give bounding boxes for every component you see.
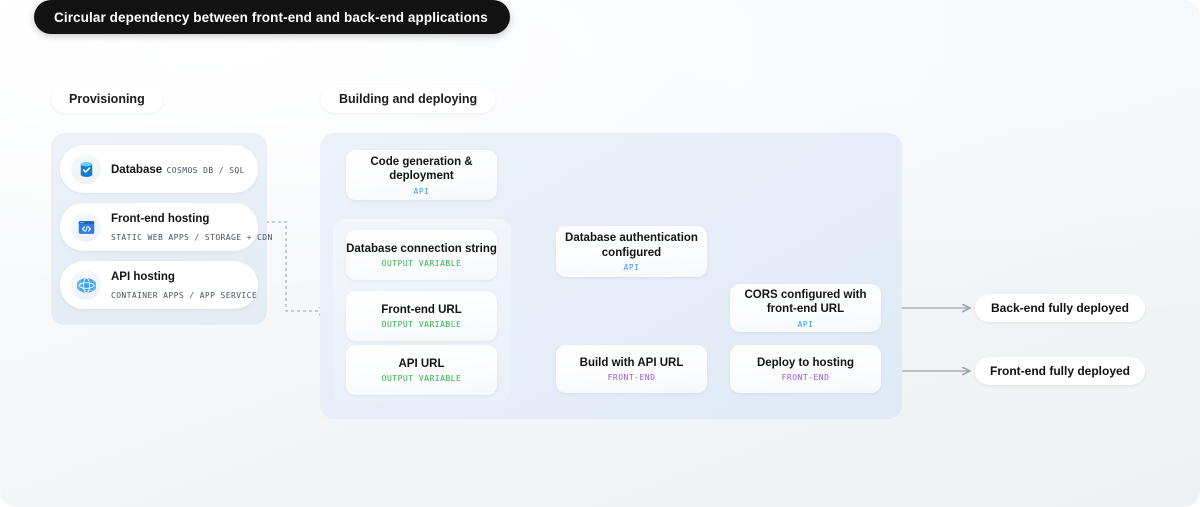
- flow-box-tag: OUTPUT VARIABLE: [381, 259, 462, 269]
- section-label-building: Building and deploying: [321, 85, 496, 113]
- provisioning-card-subtitle: STATIC WEB APPS / STORAGE + CDN: [111, 233, 273, 242]
- flow-box-code-generation[interactable]: Code generation & deployment API: [346, 150, 497, 200]
- flow-box-title: API URL: [398, 357, 445, 370]
- result-pill-frontend-deployed: Front-end fully deployed: [975, 357, 1145, 385]
- flow-box-api-url[interactable]: API URL OUTPUT VARIABLE: [346, 345, 497, 395]
- provisioning-card-subtitle: CONTAINER APPS / APP SERVICE: [111, 291, 258, 300]
- flow-box-tag: OUTPUT VARIABLE: [381, 374, 462, 384]
- flow-box-frontend-url[interactable]: Front-end URL OUTPUT VARIABLE: [346, 291, 497, 341]
- flow-box-deploy-to-hosting[interactable]: Deploy to hosting FRONT-END: [730, 345, 881, 393]
- flow-box-title: Front-end URL: [381, 303, 462, 316]
- provisioning-card-database[interactable]: Database COSMOS DB / SQL: [60, 145, 258, 193]
- database-icon: [71, 154, 101, 184]
- result-pill-backend-deployed: Back-end fully deployed: [975, 294, 1145, 322]
- provisioning-card-api-hosting[interactable]: API hosting CONTAINER APPS / APP SERVICE: [60, 261, 258, 309]
- wire-hosting-to-feurl: [266, 221, 327, 311]
- diagram-title: Circular dependency between front-end an…: [34, 0, 510, 34]
- provisioning-card-frontend-hosting[interactable]: Front-end hosting STATIC WEB APPS / STOR…: [60, 203, 272, 251]
- provisioning-card-title: Database: [111, 164, 163, 176]
- section-label-provisioning: Provisioning: [51, 85, 163, 113]
- flow-box-tag: API: [413, 186, 430, 196]
- flow-box-title: Deploy to hosting: [756, 356, 855, 369]
- flow-box-tag: API: [623, 263, 640, 272]
- flow-box-title: Code generation & deployment: [370, 155, 473, 183]
- provisioning-card-subtitle: COSMOS DB / SQL: [166, 166, 245, 175]
- flow-box-database-authentication[interactable]: Database authentication configured API: [556, 226, 707, 277]
- flow-box-tag: API: [797, 319, 814, 329]
- provisioning-card-title: Front-end hosting: [111, 213, 210, 225]
- code-window-icon: [71, 212, 101, 242]
- flow-box-tag: FRONT-END: [781, 373, 830, 383]
- provisioning-card-title: API hosting: [111, 271, 175, 283]
- globe-network-icon: [71, 270, 101, 300]
- flow-box-title: Build with API URL: [579, 356, 684, 369]
- flow-box-title: Database authentication configured: [565, 232, 698, 259]
- flow-box-tag: FRONT-END: [607, 373, 656, 383]
- flow-box-cors-configured[interactable]: CORS configured with front-end URL API: [730, 284, 881, 332]
- flow-box-title: CORS configured with front-end URL: [744, 288, 867, 316]
- flow-box-title: Database connection string: [346, 242, 497, 255]
- flow-box-build-with-api-url[interactable]: Build with API URL FRONT-END: [556, 345, 707, 393]
- flow-box-database-connection-string[interactable]: Database connection string OUTPUT VARIAB…: [346, 230, 497, 280]
- flow-box-tag: OUTPUT VARIABLE: [381, 320, 462, 330]
